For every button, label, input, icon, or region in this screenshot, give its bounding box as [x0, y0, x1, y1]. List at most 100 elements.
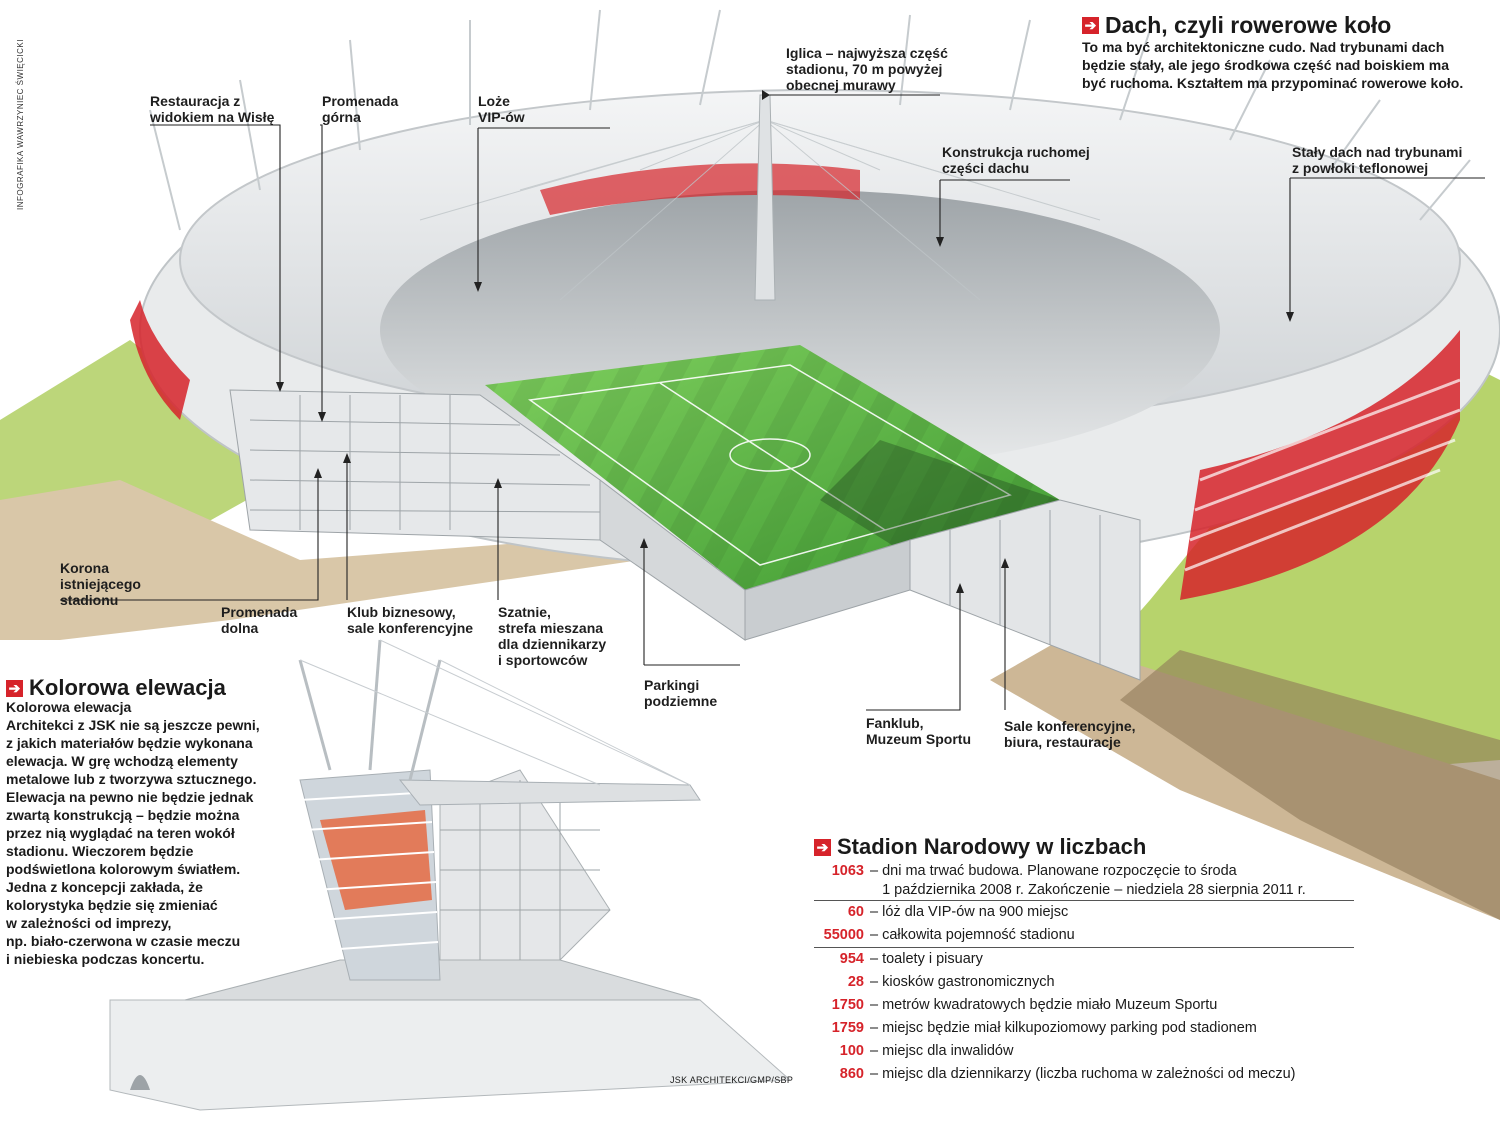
label-fanklub-line: Fanklub,	[866, 715, 924, 731]
label-konstrukcja-line: Konstrukcja ruchomej	[942, 144, 1090, 160]
stat-number: 55000	[823, 927, 864, 943]
arrow-right-icon: ➔	[1082, 17, 1099, 34]
stats-title: Stadion Narodowy w liczbach	[837, 834, 1147, 859]
facade-slats-right	[1184, 378, 1461, 572]
label-promenada-dolna-line: dolna	[221, 620, 259, 636]
facade-text-line: metalowe lub z tworzywa sztucznego.	[6, 771, 257, 787]
stats-row: 55000 – całkowita pojemność stadionu	[814, 924, 1354, 948]
arrow-right-icon: ➔	[814, 838, 831, 856]
facade-text-line: kolorystyka będzie się zmieniać	[6, 897, 218, 913]
label-korona-line: Korona	[60, 560, 109, 576]
label-iglica: Iglica – najwyższa część stadionu, 70 m …	[786, 45, 948, 93]
roof-spikes	[149, 9, 1471, 231]
label-konstrukcja: Konstrukcja ruchomej części dachu	[942, 144, 1090, 176]
source-credit: JSK ARCHITEKCI/GMP/SBP	[670, 1075, 794, 1085]
label-szatnie-line: strefa mieszana	[498, 620, 604, 636]
credit-text: INFOGRAFIKA WAWRZYNIEC ŚWIĘCICKI	[16, 39, 25, 210]
stat-text: – całkowita pojemność stadionu	[870, 927, 1075, 943]
stats-row: 954– toalety i pisuary	[814, 948, 1354, 971]
roof-text-line: będzie stały, ale jego środkowa część na…	[1082, 57, 1449, 73]
label-konstrukcja-line: części dachu	[942, 160, 1030, 176]
label-promenada-dolna: Promenada dolna	[221, 604, 297, 636]
stat-number: 28	[847, 974, 864, 990]
pitch-stripes	[485, 345, 1060, 590]
stat-number: 100	[839, 1043, 864, 1059]
label-szatnie-line: Szatnie,	[498, 604, 551, 620]
stat-number: 860	[839, 1066, 864, 1082]
section-base-block	[109, 999, 792, 1111]
stat-text: 1 października 2008 r. Zakończenie – nie…	[870, 882, 1306, 898]
label-sale-line: biura, restauracje	[1004, 734, 1121, 750]
roof-title: Dach, czyli rowerowe koło	[1105, 12, 1392, 38]
stats-row: 60 – lóż dla VIP-ów na 900 miejsc	[814, 901, 1354, 924]
label-parkingi-line: Parkingi	[644, 677, 700, 693]
stat-text: – miejsc będzie miał kilkupoziomowy park…	[870, 1020, 1257, 1036]
label-szatnie-line: dla dziennikarzy	[498, 636, 607, 652]
section-structure-grid	[440, 780, 610, 960]
leader-lines	[60, 94, 1485, 711]
label-iglica-line: stadionu, 70 m powyżej	[786, 61, 943, 77]
stats-row: 860 – miejsc dla dziennikarzy (liczba ruc…	[814, 1063, 1354, 1086]
stat-text: – kiosków gastronomicznych	[870, 974, 1055, 990]
stats-row: 1759 – miejsc będzie miał kilkupoziomowy …	[814, 1017, 1354, 1040]
facade-heading: ➔ Kolorowa elewacja	[6, 675, 226, 701]
stats-row: 28 – kiosków gastronomicznych	[814, 971, 1354, 994]
stats-row: 1063 – dni ma trwać budowa. Planowane roz…	[814, 862, 1354, 881]
pitch-markings	[528, 364, 1012, 566]
label-klub: Klub biznesowy, sale konferencyjne	[347, 604, 473, 636]
label-staly-dach-line: z powłoki teflonowej	[1292, 160, 1429, 176]
facade-text-line: Architekci z JSK nie są jeszcze pewni,	[6, 717, 260, 733]
label-klub-line: Klub biznesowy,	[347, 604, 456, 620]
red-facade-right	[1180, 330, 1460, 600]
label-promenada-gorna: Promenada górna	[322, 93, 398, 125]
cutaway-right-structure	[909, 499, 1141, 681]
leader-arrowheads	[276, 90, 1294, 593]
facade-text-line: z jakich materiałów będzie wykonana	[6, 735, 253, 751]
label-promenada-dolna-line: Promenada	[221, 604, 298, 620]
label-restauracja-line: Restauracja z	[150, 93, 241, 109]
stat-text: – lóż dla VIP-ów na 900 miejsc	[870, 904, 1069, 920]
section-facade-slats	[299, 791, 439, 951]
label-sale-line: Sale konferencyjne,	[1004, 718, 1136, 734]
red-seats-top	[540, 163, 860, 215]
stat-text: – miejsc dla inwalidów	[870, 1043, 1014, 1059]
stat-number: 60	[847, 904, 864, 920]
stat-number: 1750	[831, 997, 864, 1013]
facade-text-line: Elewacja na pewno nie będzie jednak	[6, 789, 254, 805]
label-loze-vip-line: Loże	[478, 93, 510, 109]
stat-text: – dni ma trwać budowa. Planowane rozpocz…	[870, 863, 1237, 879]
label-iglica-line: Iglica – najwyższa część	[786, 45, 948, 61]
stat-number: 1759	[831, 1020, 864, 1036]
label-restauracja: Restauracja z widokiem na Wisłę	[150, 93, 274, 125]
arrow-right-icon: ➔	[6, 679, 23, 697]
label-restauracja-line: widokiem na Wisłę	[150, 109, 275, 125]
facade-text-line: Kolorowa elewacja	[6, 699, 132, 715]
section-roof	[398, 779, 701, 806]
roof-text-line: To ma być architektoniczne cudo. Nad try…	[1082, 39, 1445, 55]
facade-text-line: Jedna z koncepcji zakłada, że	[6, 879, 203, 895]
stat-number: 1063	[831, 863, 864, 879]
facade-text-line: elewacja. W grę wchodzą elementy	[6, 753, 238, 769]
roof-description: To ma być architektoniczne cudo. Nad try…	[1082, 38, 1492, 92]
stat-text: – miejsc dla dziennikarzy (liczba ruchom…	[870, 1066, 1296, 1082]
section-upper-stand	[439, 769, 611, 961]
cutaway-right-floors	[949, 510, 1101, 665]
stats-row: 100 – miejsc dla inwalidów	[814, 1040, 1354, 1063]
facade-description: Kolorowa elewacja Architekci z JSK nie s…	[6, 698, 296, 968]
illustration-credit: INFOGRAFIKA WAWRZYNIEC ŚWIĘCICKI	[4, 30, 25, 220]
red-facade-left	[130, 300, 190, 420]
label-promenada-gorna-line: Promenada	[322, 93, 399, 109]
label-korona-line: stadionu	[60, 592, 119, 608]
label-sale: Sale konferencyjne, biura, restauracje	[1004, 718, 1136, 750]
stat-text: – metrów kwadratowych będzie miało Muzeu…	[870, 997, 1218, 1013]
roof-text-line: być ruchoma. Kształtem ma przypominać ro…	[1082, 75, 1464, 91]
stats-heading: ➔ Stadion Narodowy w liczbach	[814, 834, 1146, 860]
earth-wedge-right	[1120, 650, 1500, 920]
label-fanklub-line: Muzeum Sportu	[866, 731, 971, 747]
facade-text-line: stadionu. Wieczorem będzie	[6, 843, 194, 859]
label-loze-vip-line: VIP-ów	[478, 109, 525, 125]
label-loze-vip: Loże VIP-ów	[478, 93, 525, 125]
facade-text-line: podświetlona kolorowym światłem.	[6, 861, 241, 877]
roof-heading: ➔ Dach, czyli rowerowe koło	[1082, 12, 1391, 39]
